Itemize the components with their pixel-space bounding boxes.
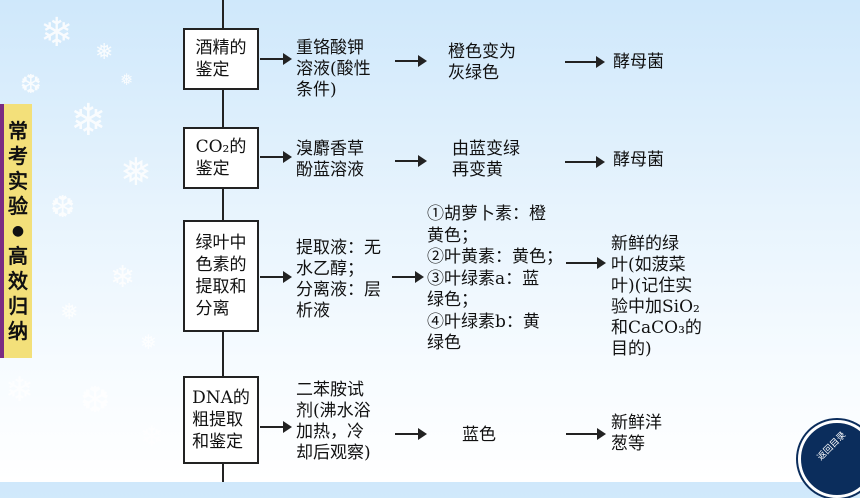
- reagent-line: 分离液：层: [296, 280, 381, 300]
- result-line: 橙色变为: [448, 42, 516, 62]
- arrow-icon: [395, 427, 427, 441]
- reagent-text: 二苯胺试 剂(沸水浴 加热，冷 却后观察): [296, 380, 371, 464]
- reagent-line: 重铬酸钾: [296, 38, 364, 58]
- result-line: 灰绿色: [448, 63, 499, 83]
- result-text: ①胡萝卜素：橙 黄色； ②叶黄素：黄色； ③叶绿素a：蓝 绿色； ④叶绿素b：黄…: [427, 204, 563, 355]
- section-tab-char: 实: [8, 168, 28, 193]
- snowflake-icon: ❅: [60, 300, 79, 325]
- material-line: 目的): [611, 339, 652, 359]
- result-text: 蓝色: [462, 425, 496, 446]
- result-line: 由蓝变绿: [452, 139, 520, 159]
- reagent-line: 析液: [296, 301, 330, 321]
- box-line: 提取和: [195, 277, 247, 297]
- box-line: 酒精的: [195, 38, 247, 58]
- box-line: 绿叶中: [195, 233, 247, 253]
- reagent-line: 溴麝香草: [296, 139, 364, 159]
- reagent-line: 酚蓝溶液: [296, 160, 364, 180]
- box-line: 分离: [195, 299, 230, 319]
- result-line: ②叶黄素：黄色；: [427, 247, 563, 267]
- section-tab-char: 考: [8, 143, 28, 168]
- reagent-line: 二苯胺试: [296, 380, 364, 400]
- snowflake-icon: ❅: [140, 330, 157, 354]
- box-line: 粗提取: [192, 410, 244, 430]
- arrow-icon: [566, 256, 606, 270]
- section-tab: 常 考 实 验 ● 高 效 归 纳: [0, 104, 32, 358]
- snowflake-icon: ❄: [70, 95, 107, 146]
- material-line: 新鲜洋: [611, 413, 662, 433]
- arrow-icon: [395, 154, 427, 168]
- result-line: ③叶绿素a：蓝: [427, 268, 540, 289]
- reagent-line: 条件): [296, 80, 337, 100]
- snowflake-icon: ❆: [20, 70, 42, 100]
- experiment-box-alcohol: 酒精的 鉴定: [183, 28, 259, 90]
- snowflake-icon: ❄: [110, 260, 136, 295]
- back-button-label: 返回目录: [815, 430, 849, 463]
- arrow-icon: [565, 155, 605, 169]
- material-line: 酵母菌: [613, 150, 664, 170]
- experiment-box-dna: DNA的 粗提取 和鉴定: [183, 376, 259, 464]
- experiment-box-pigment: 绿叶中 色素的 提取和 分离: [183, 220, 259, 332]
- reagent-line: 却后观察): [296, 443, 371, 463]
- box-line: DNA的: [192, 388, 250, 408]
- section-tab-char: 高: [8, 243, 28, 268]
- material-line: 酵母菌: [613, 52, 664, 72]
- arrow-icon: [392, 270, 424, 284]
- snowflake-icon: ❅: [120, 150, 152, 194]
- arrow-icon: [260, 270, 292, 284]
- arrow-icon: [395, 54, 427, 68]
- material-line: 葱等: [611, 434, 645, 454]
- section-tab-char: 常: [8, 118, 28, 143]
- reagent-line: 溶液(酸性: [296, 59, 371, 79]
- result-text: 由蓝变绿 再变黄: [452, 139, 520, 181]
- arrow-icon: [565, 55, 605, 69]
- reagent-text: 提取液：无 水乙醇； 分离液：层 析液: [296, 238, 381, 322]
- reagent-line: 提取液：无: [296, 238, 381, 258]
- box-line: 和鉴定: [192, 432, 244, 452]
- box-line: CO₂的: [195, 137, 247, 157]
- arrow-icon: [566, 427, 606, 441]
- material-text: 新鲜的绿 叶(如菠菜 叶)(记住实 验中加SiO₂ 和CaCO₃的 目的): [611, 234, 702, 360]
- snowflake-icon: ❆: [80, 380, 111, 421]
- reagent-line: 水乙醇；: [296, 259, 364, 279]
- reagent-text: 溴麝香草 酚蓝溶液: [296, 139, 364, 181]
- snowflake-icon: ❆: [50, 190, 76, 225]
- material-line: 验中加SiO₂: [611, 297, 700, 317]
- result-line: 再变黄: [452, 160, 503, 180]
- material-text: 酵母菌: [613, 52, 664, 73]
- material-text: 酵母菌: [613, 150, 664, 171]
- result-line: ④叶绿素b：黄: [427, 311, 540, 332]
- arrow-icon: [260, 420, 292, 434]
- box-line: 鉴定: [195, 159, 230, 179]
- box-line: 鉴定: [195, 60, 230, 80]
- result-line: 绿色；: [427, 290, 478, 310]
- section-tab-char: 归: [8, 293, 28, 318]
- result-line: 绿色: [427, 333, 461, 353]
- result-text: 橙色变为 灰绿色: [448, 42, 516, 84]
- material-line: 叶)(记住实: [611, 276, 693, 296]
- experiment-box-co2: CO₂的 鉴定: [183, 127, 259, 189]
- reagent-text: 重铬酸钾 溶液(酸性 条件): [296, 38, 371, 101]
- material-line: 和CaCO₃的: [611, 318, 702, 338]
- snowflake-icon: ❄: [140, 420, 164, 453]
- reagent-line: 加热，冷: [296, 422, 364, 442]
- section-tab-char: 纳: [8, 318, 28, 343]
- snowflake-icon: ❄: [40, 10, 74, 56]
- material-text: 新鲜洋 葱等: [611, 413, 662, 455]
- section-tab-char: ●: [11, 222, 25, 239]
- result-line: ①胡萝卜素：橙: [427, 204, 546, 224]
- result-line: 蓝色: [462, 425, 496, 445]
- arrow-icon: [260, 150, 292, 164]
- box-line: 色素的: [195, 255, 247, 275]
- snowflake-icon: ❄: [5, 370, 34, 410]
- material-line: 新鲜的绿: [611, 234, 679, 254]
- section-tab-char: 效: [8, 268, 28, 293]
- result-line: 黄色；: [427, 225, 478, 246]
- arrow-icon: [260, 52, 292, 66]
- reagent-line: 剂(沸水浴: [296, 401, 371, 421]
- snowflake-icon: ❅: [120, 70, 134, 89]
- section-tab-char: 验: [8, 193, 28, 218]
- material-line: 叶(如菠菜: [611, 255, 686, 275]
- snowflake-icon: ❅: [95, 40, 114, 65]
- back-to-contents-button[interactable]: 返回目录: [798, 420, 860, 498]
